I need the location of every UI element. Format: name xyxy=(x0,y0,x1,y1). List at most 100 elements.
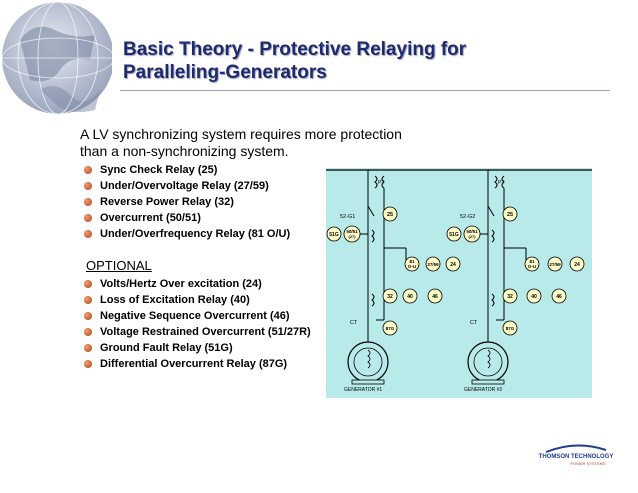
list-item: Loss of Excitation Relay (40) xyxy=(82,292,311,308)
breaker-label-1: 52-G1 xyxy=(340,214,355,220)
bullet-icon xyxy=(84,214,92,222)
generator-2-icon xyxy=(467,341,509,385)
list-item-label: Voltage Restrained Overcurrent (51/27R) xyxy=(100,326,311,338)
svg-text:(27): (27) xyxy=(468,234,476,239)
list-item-label: Negative Sequence Overcurrent (46) xyxy=(100,310,290,322)
logo-line-2: POWER SYSTEMS xyxy=(570,461,606,466)
generator-2-label: GENERATOR #2 xyxy=(464,387,502,393)
relay-list: Sync Check Relay (25) Under/Overvoltage … xyxy=(82,162,290,242)
title-line-1: Basic Theory - Protective Relaying for xyxy=(123,39,467,60)
ct-label-2: CT xyxy=(470,320,478,326)
svg-text:27/59: 27/59 xyxy=(427,262,439,267)
relay-40-gen2: 40 xyxy=(526,288,542,304)
relay-2759-gen2: 27/59 xyxy=(547,256,563,272)
svg-text:51G: 51G xyxy=(329,232,339,238)
list-item: Reverse Power Relay (32) xyxy=(82,194,290,210)
bullet-icon xyxy=(84,198,92,206)
title-divider xyxy=(120,90,610,91)
page-title: Basic Theory - Protective Relaying for P… xyxy=(123,38,466,84)
relay-24-gen1: 24 xyxy=(445,256,461,272)
generator-1-icon xyxy=(347,341,389,385)
svg-text:27/59: 27/59 xyxy=(549,262,561,267)
company-logo-icon: THOMSON TECHNOLOGY POWER SYSTEMS xyxy=(539,444,614,466)
svg-text:50/51: 50/51 xyxy=(346,229,358,234)
optional-heading: OPTIONAL xyxy=(86,258,152,273)
relay-51g-gen2: 51G xyxy=(446,226,462,242)
svg-text:81: 81 xyxy=(409,259,415,264)
relay-46-gen2: 46 xyxy=(551,288,567,304)
relay-25-gen2: 25 xyxy=(502,206,518,222)
relay-87g-gen1: 87G xyxy=(382,320,398,336)
relay-81-gen1: 81 O-U xyxy=(404,256,420,272)
svg-text:50/51: 50/51 xyxy=(466,229,478,234)
svg-text:87G: 87G xyxy=(506,326,515,331)
svg-text:O-U: O-U xyxy=(408,264,416,269)
bullet-icon xyxy=(84,182,92,190)
list-item: Under/Overvoltage Relay (27/59) xyxy=(82,178,290,194)
svg-text:51G: 51G xyxy=(449,232,459,238)
list-item-label: Overcurrent (50/51) xyxy=(100,212,201,224)
pt-label-1: PT xyxy=(378,180,384,186)
bullet-icon xyxy=(84,360,92,368)
bullet-icon xyxy=(84,296,92,304)
svg-text:46: 46 xyxy=(556,294,562,300)
breaker-label-2: 52-G2 xyxy=(460,214,475,220)
bullet-icon xyxy=(84,328,92,336)
list-item-label: Ground Fault Relay (51G) xyxy=(100,342,233,354)
svg-text:81: 81 xyxy=(529,259,535,264)
intro-text: A LV synchronizing system requires more … xyxy=(80,126,402,159)
generator-1-label: GENERATOR #1 xyxy=(344,387,382,393)
title-line-2: Paralleling-Generators xyxy=(123,62,327,83)
relay-25-gen1: 25 xyxy=(382,206,398,222)
bullet-icon xyxy=(84,280,92,288)
relay-32-gen2: 32 xyxy=(502,288,518,304)
svg-text:25: 25 xyxy=(507,212,513,218)
svg-text:25: 25 xyxy=(387,212,393,218)
bullet-icon xyxy=(84,230,92,238)
relay-81-gen2: 81 O-U xyxy=(524,256,540,272)
list-item: Differential Overcurrent Relay (87G) xyxy=(82,356,311,372)
relay-5051-gen2: 50/51 (27) xyxy=(463,225,481,243)
pt-label-2: PT xyxy=(498,180,504,186)
list-item: Sync Check Relay (25) xyxy=(82,162,290,178)
bullet-icon xyxy=(84,312,92,320)
relay-51g-gen1: 51G xyxy=(326,226,342,242)
relay-40-gen1: 40 xyxy=(402,288,418,304)
list-item: Negative Sequence Overcurrent (46) xyxy=(82,308,311,324)
ct-label-1: CT xyxy=(350,320,358,326)
relay-87g-gen2: 87G xyxy=(502,320,518,336)
globe-logo-icon xyxy=(1,1,112,115)
svg-text:(27): (27) xyxy=(348,234,356,239)
svg-text:32: 32 xyxy=(507,294,513,300)
list-item-label: Sync Check Relay (25) xyxy=(100,164,218,176)
relay-46-gen1: 46 xyxy=(427,288,443,304)
list-item-label: Loss of Excitation Relay (40) xyxy=(100,294,250,306)
svg-text:32: 32 xyxy=(387,294,393,300)
relay-5051-gen1: 50/51 (27) xyxy=(343,225,361,243)
svg-text:40: 40 xyxy=(407,294,413,300)
list-item-label: Volts/Hertz Over excitation (24) xyxy=(100,278,262,290)
svg-text:87G: 87G xyxy=(386,326,395,331)
list-item: Overcurrent (50/51) xyxy=(82,210,290,226)
bullet-icon xyxy=(84,344,92,352)
svg-text:24: 24 xyxy=(574,262,580,268)
list-item: Volts/Hertz Over excitation (24) xyxy=(82,276,311,292)
list-item-label: Differential Overcurrent Relay (87G) xyxy=(100,358,288,370)
list-item: Under/Overfrequency Relay (81 O/U) xyxy=(82,226,290,242)
optional-relay-list: Volts/Hertz Over excitation (24) Loss of… xyxy=(82,276,311,372)
bullet-icon xyxy=(84,166,92,174)
svg-text:46: 46 xyxy=(432,294,438,300)
list-item: Voltage Restrained Overcurrent (51/27R) xyxy=(82,324,311,340)
svg-text:40: 40 xyxy=(531,294,537,300)
svg-text:O-U: O-U xyxy=(528,264,536,269)
list-item-label: Under/Overfrequency Relay (81 O/U) xyxy=(100,228,291,240)
relay-2759-gen1: 27/59 xyxy=(425,256,441,272)
relaying-one-line-diagram: PT 52-G1 CT 25 51G 50/51 (27) 81 O-U 27/… xyxy=(326,168,592,398)
list-item-label: Reverse Power Relay (32) xyxy=(100,196,234,208)
relay-24-gen2: 24 xyxy=(569,256,585,272)
svg-text:24: 24 xyxy=(450,262,456,268)
logo-line-1: THOMSON TECHNOLOGY xyxy=(539,454,614,460)
list-item: Ground Fault Relay (51G) xyxy=(82,340,311,356)
relay-32-gen1: 32 xyxy=(382,288,398,304)
list-item-label: Under/Overvoltage Relay (27/59) xyxy=(100,180,269,192)
